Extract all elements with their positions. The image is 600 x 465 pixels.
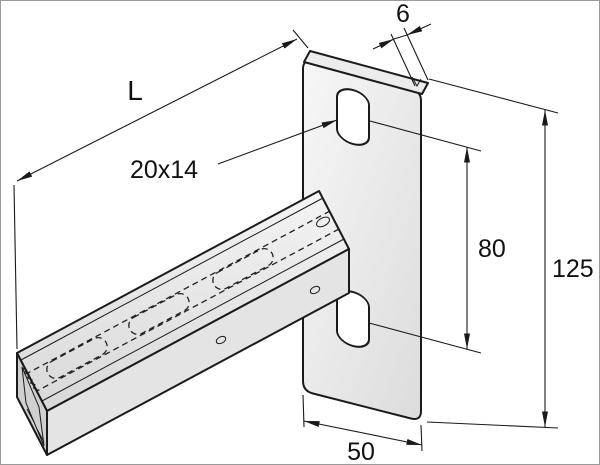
- channel-hidden-slot-1: [212, 248, 274, 290]
- dimension-length: L: [13, 29, 309, 350]
- plate-corner-notch: [411, 76, 422, 88]
- channel-profile-cavity: [21, 366, 45, 447]
- slot-leader-line: [217, 119, 338, 165]
- length-ext-line-right: [292, 29, 309, 49]
- plate-width-dim-line: [303, 420, 423, 446]
- dimension-plate-width: 50: [302, 394, 423, 465]
- channel-arm: [16, 190, 350, 456]
- channel-side-hole-1: [309, 285, 321, 295]
- dimension-plate-height: 125: [426, 78, 594, 429]
- dim-label-plate-height: 125: [552, 255, 594, 283]
- plate-height-ext-top: [428, 78, 559, 114]
- plate-slot-hole-upper: [336, 88, 370, 146]
- thickness-bridge-line: [393, 34, 408, 40]
- channel-side-hole-2: [215, 335, 227, 345]
- channel-top-hole: [316, 216, 330, 228]
- dim-label-plate-width: 50: [347, 438, 375, 465]
- dim-label-length: L: [127, 75, 143, 106]
- thickness-ext-line-b: [403, 27, 429, 81]
- plate-top-thickness-strip: [303, 50, 429, 95]
- dim-label-hole-spacing: 80: [478, 235, 506, 263]
- dimension-plate-thickness: 6: [372, 1, 432, 87]
- thickness-ext-line-a: [390, 33, 416, 87]
- channel-profile-lip-1: [26, 408, 35, 423]
- channel-front-fold-edge: [41, 238, 345, 402]
- channel-profile-lip-2: [36, 428, 45, 443]
- plate-width-ext-right: [420, 424, 423, 452]
- channel-serration: [21, 367, 38, 390]
- slot-size-callout: 20x14: [130, 119, 338, 184]
- dimension-hole-spacing: 80: [368, 120, 506, 354]
- plate-width-ext-left: [302, 394, 305, 428]
- length-dim-line: [16, 38, 298, 182]
- dim-label-thickness: 6: [396, 1, 410, 28]
- slot-size-label: 20x14: [130, 156, 198, 184]
- channel-end-face: [16, 352, 48, 456]
- thickness-arrow-left: [372, 38, 395, 50]
- length-ext-line-left: [13, 184, 18, 350]
- hole-spacing-ext-top: [369, 120, 482, 152]
- thickness-arrow-right: [406, 23, 432, 36]
- plate-height-ext-bottom: [426, 421, 559, 429]
- channel-hidden-slot-3: [46, 337, 108, 379]
- channel-hidden-lip-line-1: [27, 210, 331, 374]
- channel-hidden-slot-2: [128, 293, 190, 335]
- hole-spacing-ext-bottom: [368, 322, 482, 354]
- channel-hidden-lip-line-2: [36, 228, 340, 392]
- channel-back-fold-edge: [20, 197, 324, 361]
